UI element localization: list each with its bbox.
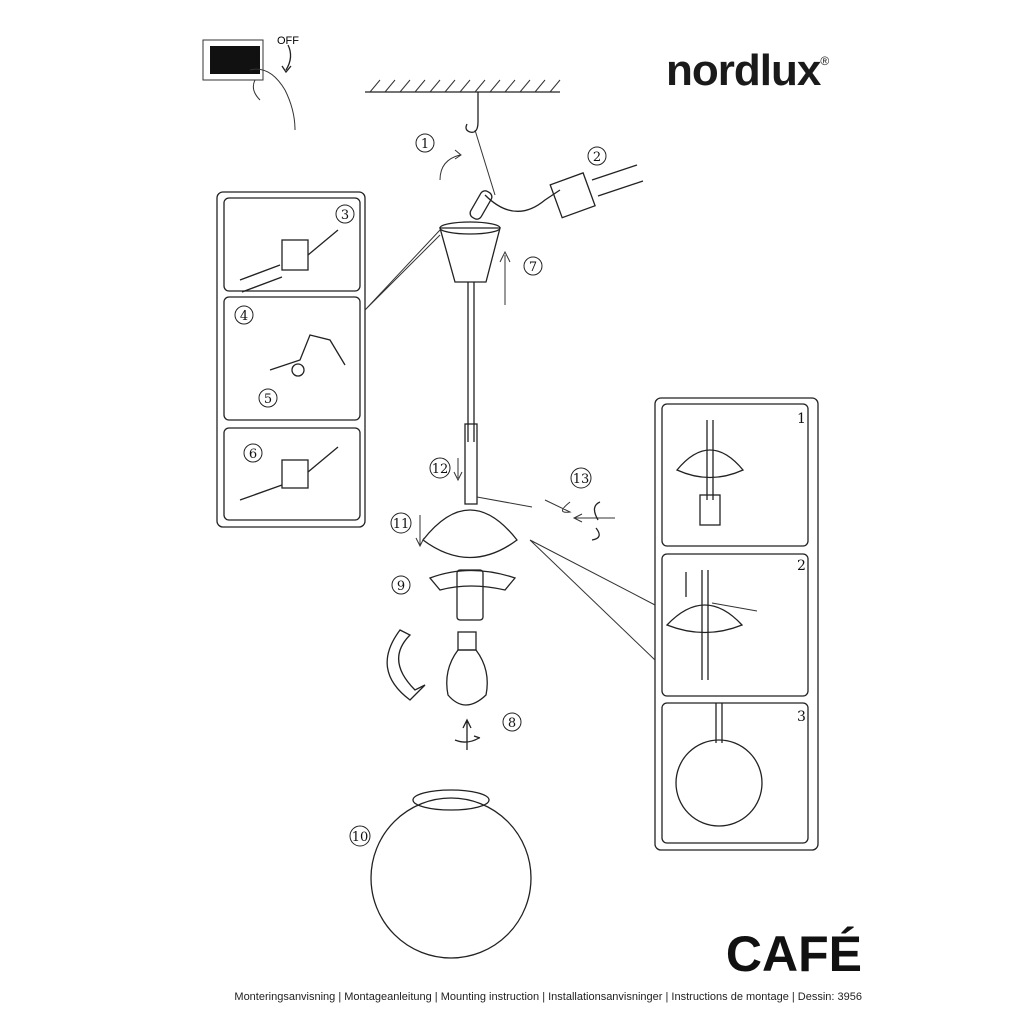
svg-text:9: 9 [397,579,405,594]
panel-step-1: 1 [797,411,806,427]
step-2: 2 [587,146,607,166]
step-markers: 1 2 3 4 5 6 7 8 9 10 11 12 13 1 2 3 [234,133,806,847]
panel-step-2: 2 [797,558,806,574]
rotate-arrow [386,629,426,701]
svg-text:4: 4 [240,309,248,324]
svg-text:11: 11 [393,517,410,532]
off-label: OFF [277,35,299,47]
power-cable [484,189,561,213]
footer-caption: Monteringsanvisning | Montageanleitung |… [234,991,862,1003]
canopy [439,227,501,283]
light-bulb [446,631,488,706]
step-12: 12 [429,457,451,479]
step-1: 1 [415,133,435,153]
step-4: 4 [234,305,254,325]
svg-text:3: 3 [341,208,349,223]
step-13: 13 [570,467,592,489]
step-3: 3 [335,204,355,224]
suspension-rod [467,282,475,442]
panel-step-3: 3 [797,709,806,725]
ceiling [365,79,561,93]
right-detail-panel [529,397,819,851]
connector-block [549,172,596,219]
svg-text:10: 10 [352,830,369,845]
step-6: 6 [243,443,263,463]
ceiling-hook [465,92,479,133]
svg-text:6: 6 [249,447,257,462]
svg-text:5: 5 [264,392,272,407]
lamp-shade-top [422,509,518,559]
left-detail-panel [216,191,441,528]
brand-logo: nordlux® [666,46,829,96]
svg-text:7: 7 [529,260,537,275]
svg-text:8: 8 [508,716,516,731]
step-8: 8 [502,712,522,732]
glass-globe [370,797,532,959]
step-7: 7 [523,256,543,276]
svg-text:12: 12 [432,462,449,477]
svg-text:2: 2 [593,150,601,165]
lamp-socket [456,569,484,621]
product-name: CAFÉ [725,926,862,982]
step-9: 9 [391,575,411,595]
registered-mark: ® [820,54,829,68]
step-11: 11 [390,512,412,534]
svg-text:1: 1 [421,137,429,152]
svg-text:13: 13 [573,472,590,487]
breaker-off-illustration: OFF [202,35,299,131]
brand-name: nordlux [666,46,821,95]
step-5: 5 [258,388,278,408]
step-10: 10 [349,825,371,847]
